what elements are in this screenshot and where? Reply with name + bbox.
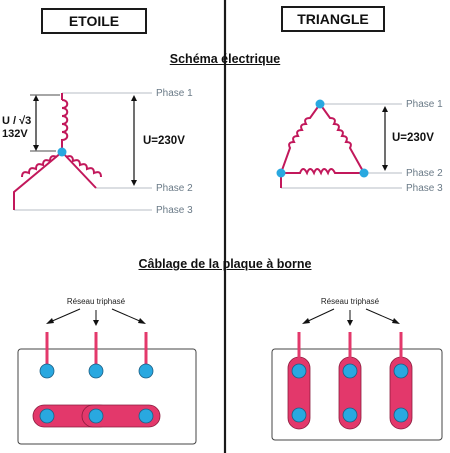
etoile-header: ETOILE xyxy=(41,8,147,34)
cablage-section-title: Câblage de la plaque à borne xyxy=(138,257,312,271)
delta-terminal-bottom-1 xyxy=(291,407,307,423)
delta-node-top xyxy=(315,99,325,109)
delta-phase-1-label: Phase 1 xyxy=(406,99,443,110)
delta-coil-left xyxy=(280,103,321,174)
arrowhead xyxy=(33,145,39,151)
delta-terminal-board: Réseau triphasé xyxy=(271,297,443,441)
delta-terminal-bottom-3 xyxy=(393,407,409,423)
delta-phase-3-label: Phase 3 xyxy=(406,183,443,194)
star-terminal-top-2 xyxy=(88,363,104,379)
network-arrow xyxy=(111,308,143,323)
star-phase-voltage-label: U / √3 xyxy=(2,115,31,127)
star-terminal-bottom-3 xyxy=(138,408,154,424)
delta-terminal-top-3 xyxy=(393,363,409,379)
schema-section-title: Schéma électrique xyxy=(169,52,281,66)
arrowhead xyxy=(382,106,388,112)
star-network-label: Réseau triphasé xyxy=(67,297,126,306)
delta-coil-right xyxy=(319,103,365,174)
star-phase-1-label: Phase 1 xyxy=(156,88,193,99)
delta-phase-2-label: Phase 2 xyxy=(406,168,443,179)
star-neutral-point xyxy=(57,147,67,157)
star-coil-1 xyxy=(61,99,69,146)
delta-terminal-bottom-2 xyxy=(342,407,358,423)
star-line-voltage-label: U=230V xyxy=(143,135,185,147)
arrowhead xyxy=(302,318,310,324)
delta-node-left xyxy=(276,168,286,178)
star-wire-3 xyxy=(13,151,63,210)
star-wire-2 xyxy=(61,151,97,189)
arrowhead xyxy=(347,320,353,326)
arrowhead xyxy=(131,95,137,101)
star-terminal-bottom-1 xyxy=(39,408,55,424)
star-terminal-board: Réseau triphasé xyxy=(17,297,197,445)
delta-network-label: Réseau triphasé xyxy=(321,297,380,306)
star-coil-2 xyxy=(65,155,102,178)
delta-schematic: U=230V Phase 1 Phase 2 Phase 3 xyxy=(276,99,443,194)
delta-terminal-top-1 xyxy=(291,363,307,379)
arrowhead xyxy=(33,95,39,101)
star-coil-3 xyxy=(21,155,58,178)
delta-coil-bottom xyxy=(281,168,364,176)
star-board-frame xyxy=(17,348,197,445)
star-strap-right xyxy=(81,404,161,428)
network-arrow xyxy=(365,308,397,323)
network-arrow xyxy=(49,308,81,323)
arrowhead xyxy=(382,165,388,171)
star-schematic: U / √3 132V U=230V Phase 1 Phase 2 Phase… xyxy=(2,88,193,216)
star-terminal-bottom-2 xyxy=(88,408,104,424)
delta-node-right xyxy=(359,168,369,178)
network-arrow xyxy=(305,308,335,323)
star-terminal-top-1 xyxy=(39,363,55,379)
arrowhead xyxy=(131,180,137,186)
arrowhead xyxy=(392,318,400,324)
arrowhead xyxy=(138,318,146,324)
star-terminal-top-3 xyxy=(138,363,154,379)
star-phase-3-label: Phase 3 xyxy=(156,205,193,216)
star-phase-2-label: Phase 2 xyxy=(156,183,193,194)
arrowhead xyxy=(46,318,54,324)
star-phase-voltage-value: 132V xyxy=(2,128,28,140)
delta-line-voltage-label: U=230V xyxy=(392,132,434,144)
triangle-header: TRIANGLE xyxy=(281,6,385,32)
delta-terminal-top-2 xyxy=(342,363,358,379)
arrowhead xyxy=(93,320,99,326)
